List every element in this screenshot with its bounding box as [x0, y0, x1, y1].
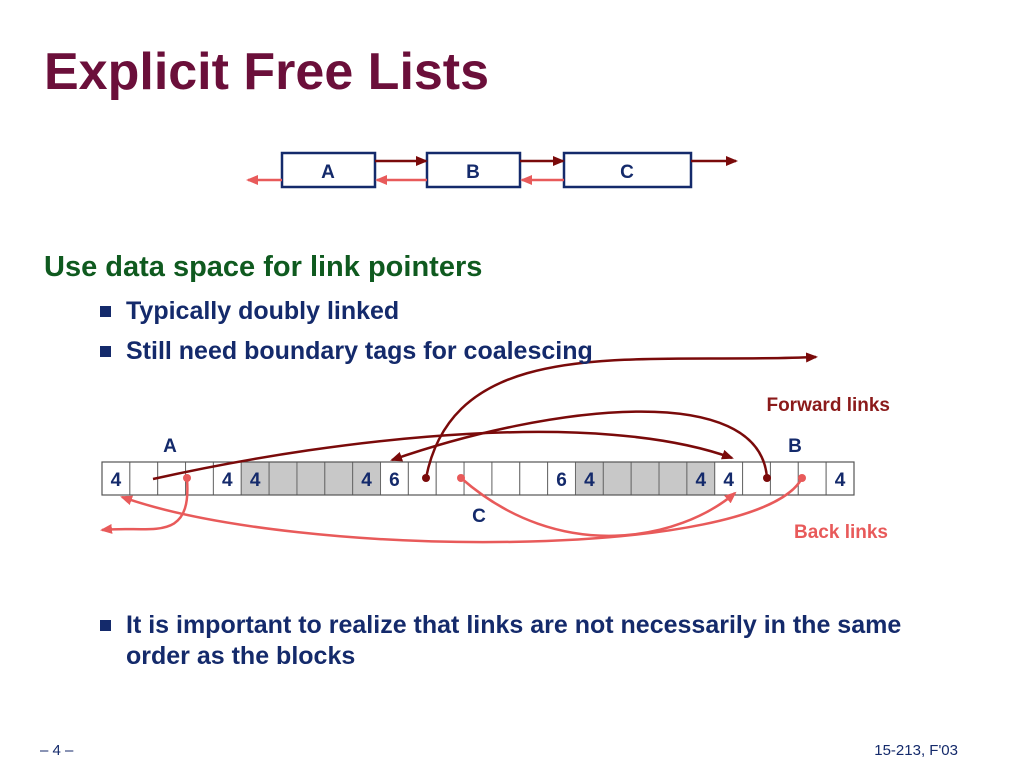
square-bullet-icon: [100, 306, 111, 317]
course-tag: 15-213, F'03: [874, 742, 958, 759]
memory-cell: [463, 461, 493, 496]
memory-row-outline: [101, 461, 855, 496]
memory-cell: [157, 461, 187, 496]
bullet-item: Still need boundary tags for coalescing: [100, 336, 700, 370]
forward-links-label: Forward links: [766, 395, 890, 416]
list-node-c: [562, 151, 693, 189]
memory-cell: [602, 461, 632, 496]
top-linked-list: A B C: [246, 151, 738, 189]
memory-cell-value: 4: [835, 470, 846, 491]
memory-cell: [212, 461, 242, 496]
forward-link-b-to-c: [390, 410, 769, 479]
forward-pointer-dot-b: [763, 474, 771, 482]
list-node-b-label: B: [466, 162, 480, 183]
memory-cell: [296, 461, 326, 496]
section-heading: Use data space for link pointers: [44, 251, 483, 283]
memory-cell: [129, 461, 159, 496]
memory-cell-value: 4: [111, 470, 122, 491]
memory-cell-value: 4: [222, 470, 233, 491]
back-pointer-dot-a: [183, 474, 191, 482]
block-label-a: A: [163, 436, 177, 457]
list-node-b: [425, 151, 522, 189]
forward-link-c-out: [424, 352, 818, 479]
slide-title: Explicit Free Lists: [44, 43, 490, 101]
list-node-a-label: A: [321, 162, 335, 183]
memory-cell: [658, 461, 688, 496]
bullet-text: It is important to realize that links ar…: [126, 611, 902, 671]
back-links-label: Back links: [794, 522, 888, 543]
page-number: – 4 –: [40, 742, 74, 759]
memory-cell: [491, 461, 521, 496]
memory-cell: [574, 461, 604, 496]
back-links: [100, 474, 806, 544]
memory-cell-value: 4: [584, 470, 595, 491]
list-node-a: [280, 151, 377, 189]
bullet-text: Typically doubly linked: [126, 297, 400, 325]
memory-cell: [519, 461, 549, 496]
back-pointer-dot-c: [457, 474, 465, 482]
block-label-c: C: [472, 506, 486, 527]
forward-links: [152, 352, 818, 482]
memory-cell-value: 4: [696, 470, 707, 491]
square-bullet-icon: [100, 620, 111, 631]
memory-cell-value: 6: [556, 470, 567, 491]
memory-cell: [686, 461, 716, 496]
memory-cell-value: 4: [250, 470, 261, 491]
bullet-item: It is important to realize that links ar…: [100, 610, 980, 680]
block-label-b: B: [788, 436, 802, 457]
back-link-b-to-a: [120, 477, 804, 544]
back-pointer-dot-b: [798, 474, 806, 482]
bullet-text: Still need boundary tags for coalescing: [126, 337, 593, 365]
memory-cell-value: 4: [723, 470, 734, 491]
memory-cell-value: 4: [361, 470, 372, 491]
list-node-c-label: C: [620, 162, 634, 183]
back-link-a-out: [100, 478, 189, 534]
bullet-item: Typically doubly linked: [100, 296, 700, 330]
memory-cell: [380, 461, 409, 496]
forward-link-a-to-b: [152, 430, 734, 481]
memory-cell: [630, 461, 660, 496]
square-bullet-icon: [100, 346, 111, 357]
forward-pointer-dot-c: [422, 474, 430, 482]
memory-cell-value: 6: [389, 470, 400, 491]
memory-cell: [268, 461, 298, 496]
memory-cell: [324, 461, 354, 496]
